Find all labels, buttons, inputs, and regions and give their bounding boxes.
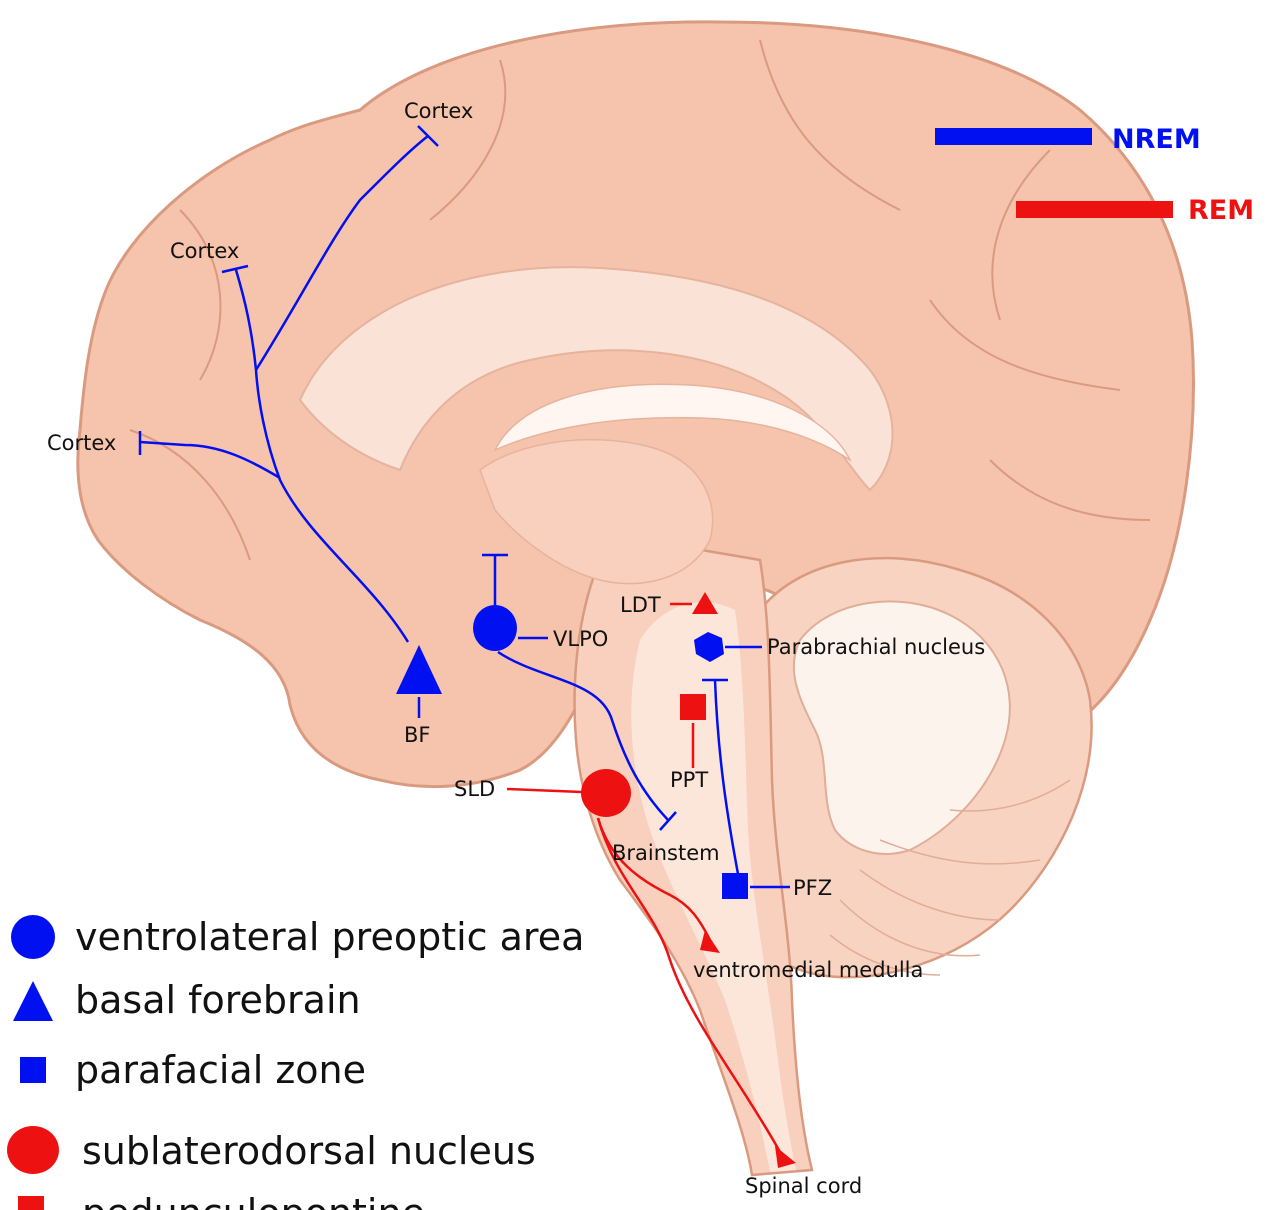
nrem-key-bar — [935, 128, 1092, 145]
legend-item: basal forebrain — [13, 978, 361, 1022]
legend-label: pedunculopontine — [82, 1191, 425, 1210]
pfz-label: PFZ — [793, 876, 832, 900]
cortex-left-label: Cortex — [47, 431, 116, 455]
nrem-key-label: NREM — [1112, 124, 1201, 155]
spinal-cord-label: Spinal cord — [745, 1174, 862, 1198]
rem-key-bar — [1016, 201, 1173, 218]
ventromedial-label: ventromedial medulla — [693, 958, 923, 982]
circle-icon — [7, 1126, 59, 1174]
cortex-top-label: Cortex — [404, 99, 473, 123]
legend: ventrolateral preoptic area basal forebr… — [7, 915, 584, 1210]
pfz-square-icon — [722, 873, 748, 899]
triangle-icon — [13, 981, 53, 1021]
legend-item: sublaterodorsal nucleus — [7, 1126, 536, 1174]
legend-item: pedunculopontine — [18, 1191, 425, 1210]
ppt-square-icon — [680, 694, 706, 720]
vlpo-label: VLPO — [553, 627, 608, 651]
vlpo-circle-icon — [473, 605, 517, 651]
legend-label: ventrolateral preoptic area — [75, 915, 584, 959]
cortex-middle-label: Cortex — [170, 239, 239, 263]
square-icon — [18, 1196, 44, 1210]
bf-label: BF — [404, 723, 431, 747]
legend-label: sublaterodorsal nucleus — [82, 1129, 536, 1173]
circle-icon — [11, 915, 55, 959]
sld-label: SLD — [454, 777, 495, 801]
sld-tick — [507, 789, 582, 792]
parabrachial-label: Parabrachial nucleus — [767, 635, 985, 659]
legend-label: basal forebrain — [75, 978, 361, 1022]
ppt-label: PPT — [670, 768, 708, 792]
ldt-label: LDT — [620, 593, 661, 617]
legend-label: parafacial zone — [75, 1048, 366, 1092]
sld-circle-icon — [581, 769, 631, 817]
rem-key-label: REM — [1188, 195, 1254, 226]
square-icon — [20, 1057, 46, 1083]
brainstem-label: Brainstem — [612, 841, 720, 865]
legend-item: ventrolateral preoptic area — [11, 915, 584, 959]
legend-item: parafacial zone — [20, 1048, 366, 1092]
